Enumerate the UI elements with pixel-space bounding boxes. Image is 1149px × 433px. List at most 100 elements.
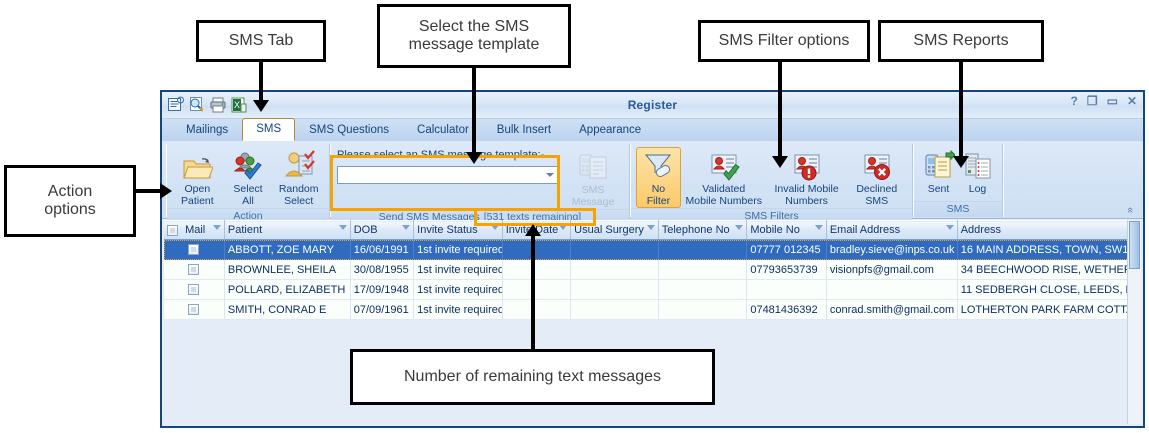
column-header-email-address[interactable]: Email Address [826, 220, 958, 240]
cell-email-address [826, 279, 958, 300]
tab-mailings[interactable]: Mailings [186, 124, 229, 136]
row-checkbox[interactable] [188, 264, 200, 276]
column-header-invite-status[interactable]: Invite Status [413, 220, 503, 240]
column-header-usual-surgery[interactable]: Usual Surgery [570, 220, 659, 240]
tab-sms-questions[interactable]: SMS Questions [309, 124, 390, 136]
no-filter-label-1: No [651, 183, 666, 195]
arrow-sms-template [466, 152, 482, 164]
open-folder-icon [183, 158, 214, 179]
restore-icon[interactable]: ❐ [1086, 94, 1098, 108]
help-icon[interactable]: ? [1070, 94, 1078, 108]
filter-icon-mobile-no[interactable] [814, 225, 823, 230]
cell-patient: SMITH, CONRAD E [224, 299, 351, 320]
tab-bulk-insert[interactable]: Bulk Insert [496, 124, 552, 136]
column-header-dob[interactable]: DOB [350, 220, 415, 240]
callout-sms-template-line2: message template [408, 36, 540, 53]
ribbon-tabstrip[interactable]: Mailings SMS SMS Questions Calculator Bu… [162, 118, 1143, 141]
sms-template-select[interactable] [337, 166, 559, 184]
callout-remaining-texts-label: Number of remaining text messages [404, 367, 661, 385]
cell-mobile-no: 07793653739 [746, 259, 827, 280]
cell-mobile-no [746, 279, 827, 300]
filter-icon-patient[interactable] [338, 225, 347, 230]
excel-export-icon[interactable]: X [230, 96, 248, 114]
column-header-telephone-no-label: Telephone No [661, 224, 730, 236]
filter-icon-mail[interactable] [212, 225, 221, 230]
sms-message-icon [579, 154, 607, 179]
maximize-icon[interactable]: ▭ [1106, 94, 1118, 108]
cell-mobile-no: 07481436392 [746, 299, 827, 320]
tab-sms[interactable]: SMS [242, 118, 296, 141]
cell-invite-status: 1st invite required [413, 279, 503, 300]
column-header-mail[interactable]: Mail [164, 220, 225, 240]
select-all-label-2: All [242, 194, 254, 207]
table-row[interactable]: POLLARD, ELIZABETH 17/09/1948 1st invite… [164, 279, 1141, 300]
table-row[interactable]: ABBOTT, ZOE MARY 16/06/1991 1st invite r… [164, 239, 1141, 260]
table-row[interactable]: SMITH, CONRAD E 07/09/1961 1st invite re… [164, 299, 1141, 320]
ribbon-group-sms: Sent [913, 144, 1003, 217]
leader-line-sms-template [472, 68, 476, 158]
tab-appearance[interactable]: Appearance [579, 124, 642, 136]
cell-mobile-no: 07777 012345 [746, 239, 827, 260]
sent-button[interactable]: Sent [919, 147, 958, 197]
filter-icon-dob[interactable] [402, 225, 411, 230]
scrollbar-thumb[interactable] [1129, 221, 1140, 269]
log-button[interactable]: Log [958, 147, 997, 197]
callout-sms-template-line1: Select the SMS [418, 17, 530, 35]
callout-sms-filter-options: SMS Filter options [698, 20, 870, 62]
column-header-mobile-no[interactable]: Mobile No [746, 220, 827, 240]
select-all-checkbox[interactable] [167, 224, 178, 236]
column-header-address[interactable]: Address [957, 220, 1141, 240]
validated-mobile-label-1: Validated [702, 183, 746, 195]
random-select-label-1: Random [278, 183, 319, 195]
column-header-patient[interactable]: Patient [224, 220, 351, 240]
callout-sms-tab: SMS Tab [196, 20, 326, 62]
row-checkbox[interactable] [188, 244, 200, 256]
row-mail-checkbox-cell[interactable] [164, 279, 225, 300]
cell-usual-surgery [570, 259, 659, 280]
patient-table: Mail Patient DOB Invite Status Invite Da… [164, 220, 1141, 320]
cell-telephone-no [658, 239, 748, 260]
cell-patient: POLLARD, ELIZABETH [224, 279, 351, 300]
vertical-scrollbar[interactable] [1127, 220, 1141, 424]
filter-icon-email-address[interactable] [945, 225, 954, 230]
cell-invite-date [502, 259, 572, 280]
tab-calculator[interactable]: Calculator [417, 124, 469, 136]
row-mail-checkbox-cell[interactable] [164, 299, 225, 320]
filter-icon-invite-date[interactable] [559, 225, 568, 230]
leader-line-sms-tab [259, 62, 263, 104]
no-filter-label-2: Filter [646, 194, 671, 207]
close-icon[interactable]: ✕ [1126, 94, 1137, 108]
row-mail-checkbox-cell[interactable] [164, 239, 225, 260]
print-preview-icon[interactable] [188, 96, 206, 114]
column-header-telephone-no[interactable]: Telephone No [658, 220, 748, 240]
register-icon[interactable] [167, 96, 185, 114]
print-icon[interactable] [209, 96, 227, 114]
arrow-action-options [160, 183, 172, 199]
filter-icon-telephone-no[interactable] [735, 225, 744, 230]
filter-icon-usual-surgery[interactable] [646, 225, 655, 230]
validated-mobile-label-2: Mobile Numbers [685, 194, 762, 207]
arrow-sms-reports [953, 156, 969, 168]
ribbon-collapse-button[interactable]: « [1123, 206, 1136, 214]
row-checkbox[interactable] [188, 284, 200, 296]
patient-grid[interactable]: Mail Patient DOB Invite Status Invite Da… [164, 220, 1141, 424]
sms-message-label-1: SMS [581, 184, 605, 196]
row-checkbox[interactable] [188, 304, 200, 316]
quick-access-toolbar[interactable]: X [162, 96, 248, 114]
row-mail-checkbox-cell[interactable] [164, 259, 225, 280]
filter-icon-invite-status[interactable] [490, 225, 499, 230]
window-controls[interactable]: ? ❐ ▭ ✕ [1070, 95, 1137, 107]
cell-dob: 17/09/1948 [350, 279, 415, 300]
chevron-down-icon[interactable] [546, 173, 554, 177]
cell-patient: ABBOTT, ZOE MARY [224, 239, 351, 260]
table-row[interactable]: BROWNLEE, SHEILA 30/08/1955 1st invite r… [164, 259, 1141, 280]
open-patient-label-2: Patient [180, 194, 214, 207]
